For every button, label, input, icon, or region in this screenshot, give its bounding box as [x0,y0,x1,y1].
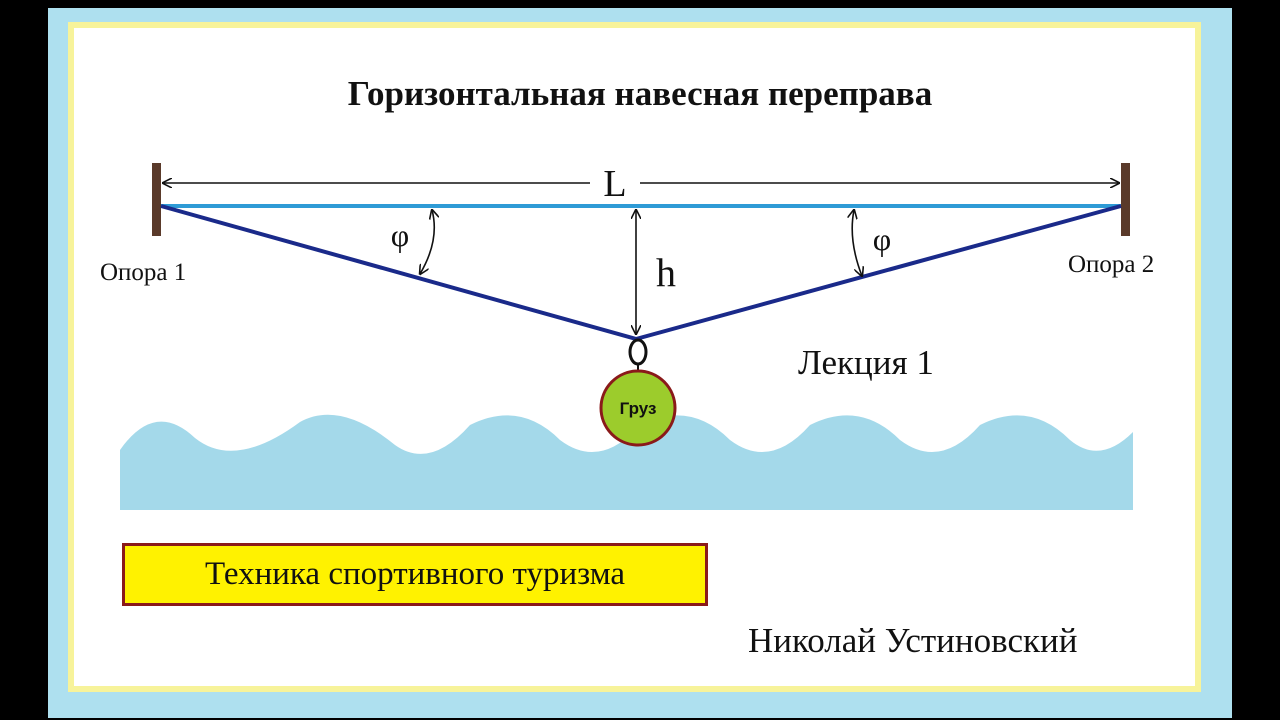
angle-arc-right [852,210,862,276]
course-title-box: Техника спортивного туризма [122,543,708,606]
author-name: Николай Устиновский [748,621,1078,660]
support-right-label: Опора 2 [1068,251,1155,278]
support-left-label: Опора 1 [100,259,187,286]
angle-label-right: φ [873,221,891,257]
sag-label: h [656,250,676,295]
load-label: Груз [620,399,657,418]
span-label: L [603,163,626,205]
angle-label-left: φ [391,217,409,253]
support-post-right [1121,163,1130,236]
lecture-label: Лекция 1 [798,343,934,382]
water-waves [120,414,1133,510]
carabiner-icon [628,338,648,366]
support-post-left [152,163,161,236]
slide-title: Горизонтальная навесная переправа [347,74,933,113]
course-title: Техника спортивного туризма [204,556,626,592]
load-ball [599,369,677,447]
rope-sagged [160,204,1122,341]
angle-arc-left [420,210,434,274]
